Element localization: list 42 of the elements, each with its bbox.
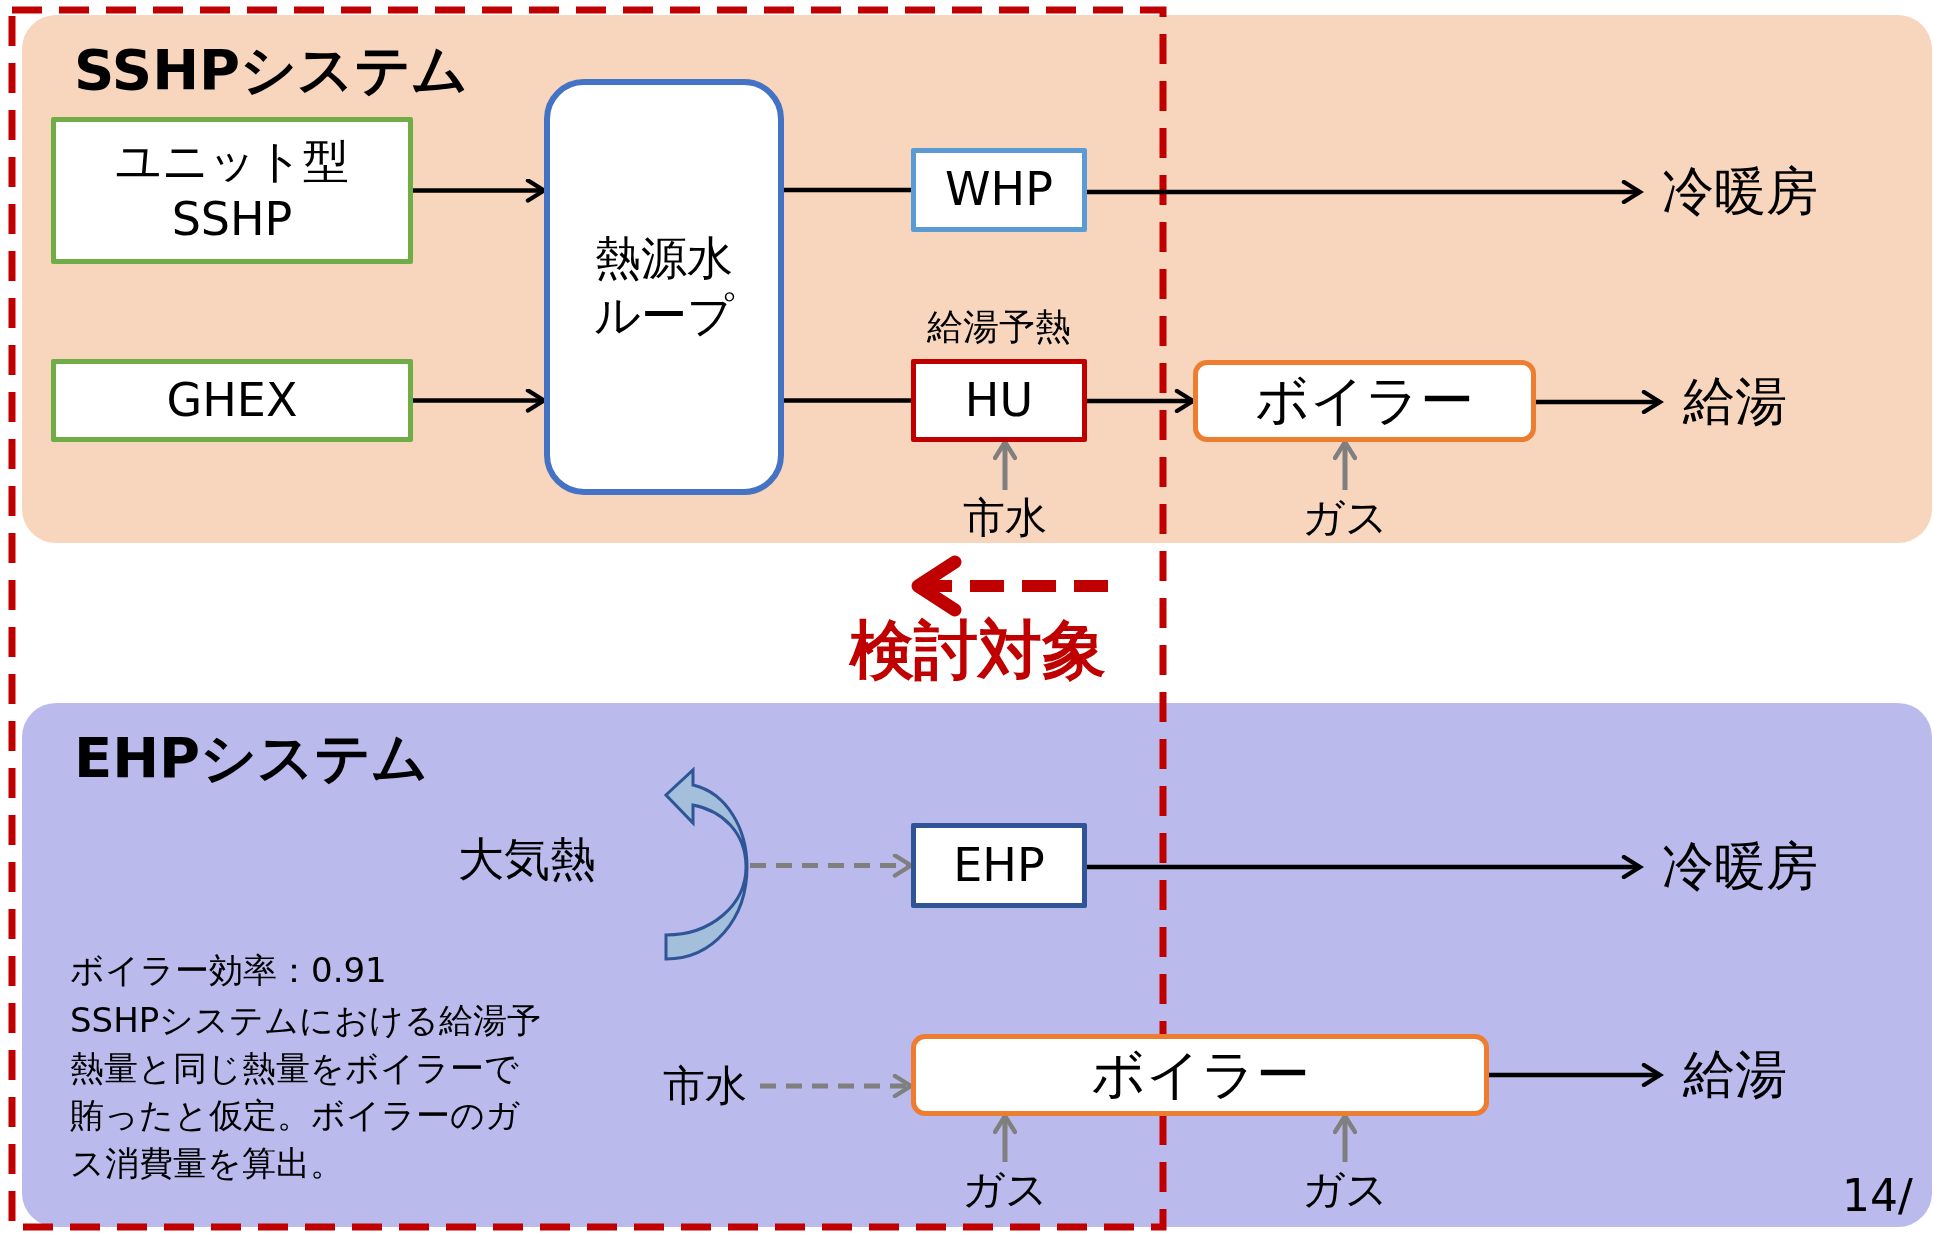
input-label: ガス [1290, 1162, 1400, 1218]
boiler-box: ボイラー [911, 1034, 1489, 1116]
equipment-box: EHP [911, 823, 1087, 908]
arrow [413, 178, 547, 203]
arrow [1332, 439, 1358, 490]
note-text: ボイラー効率：0.91 [70, 950, 388, 991]
arrow [992, 1113, 1018, 1162]
caption-text: 給湯予熱 [926, 305, 1072, 349]
arrow [1332, 1113, 1358, 1162]
equipment-box: HU [911, 359, 1087, 442]
input-label: ガス [950, 1162, 1060, 1218]
panel-heading: EHPシステム [74, 724, 429, 792]
arrow [1489, 1062, 1663, 1088]
arrow [413, 388, 547, 413]
system-panel [22, 15, 1932, 543]
output-label: 給湯 [1660, 1043, 1810, 1107]
caption-text: 大気熱 [458, 831, 596, 888]
input-label: ガス [1290, 490, 1400, 546]
panel-heading: SSHPシステム [74, 36, 469, 104]
note-text: SSHPシステムにおける給湯予熱量と同じ熱量をボイラーで賄ったと仮定。ボイラーのガス消費量を算出。 [70, 999, 543, 1185]
loop-box: 熱源水ループ [544, 79, 784, 495]
arrow [1087, 179, 1643, 205]
arrow [1536, 389, 1663, 415]
system-panel [22, 703, 1932, 1227]
input-label: 市水 [650, 1058, 760, 1114]
scope-label: 検討対象 [850, 612, 1106, 689]
connector-line [784, 398, 911, 403]
dashed-arrow [750, 853, 914, 878]
unit-box: ユニット型 SSHP [51, 117, 413, 264]
output-label: 冷暖房 [1640, 835, 1840, 899]
equipment-box: WHP [911, 148, 1087, 232]
output-label: 冷暖房 [1640, 160, 1840, 224]
arrow [992, 439, 1018, 490]
page-number: 14/ [1842, 1170, 1913, 1223]
output-label: 給湯 [1660, 370, 1810, 434]
connector-line [784, 187, 911, 193]
arrow [1087, 388, 1196, 414]
dashed-arrow [760, 1073, 914, 1099]
unit-box: GHEX [51, 359, 413, 442]
arrow [1087, 854, 1643, 880]
input-label: 市水 [950, 490, 1060, 546]
boiler-box: ボイラー [1193, 360, 1536, 442]
